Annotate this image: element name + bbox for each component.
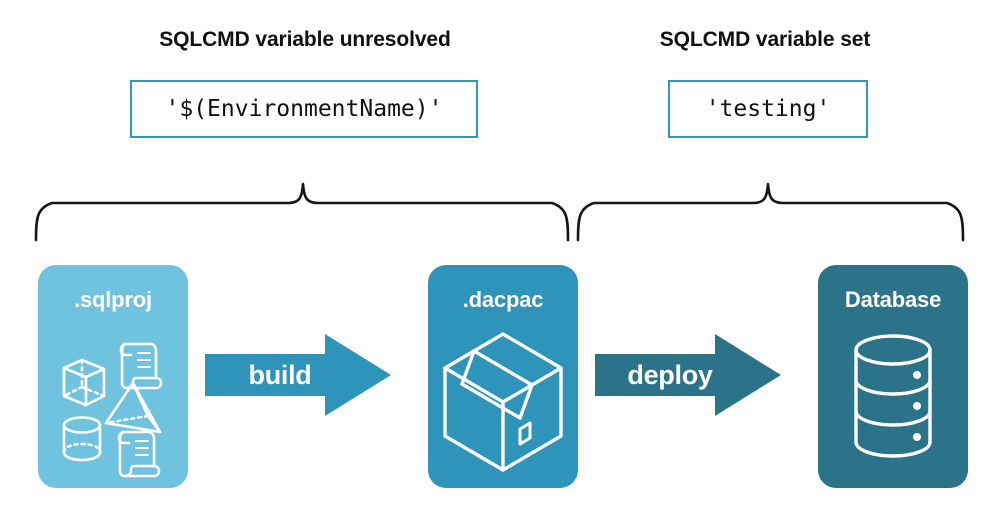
cube-wireframe-icon [62,358,106,407]
stage-label-database: Database [844,287,942,312]
database-artwork [854,334,932,458]
script-scroll-icon [119,342,163,390]
sqlcmd-value-box-left: '$(EnvironmentName)' [130,80,478,138]
arrow-deploy-icon [595,334,781,416]
arrow-build-icon [205,334,391,416]
database-cylinder-icon [854,334,932,458]
database-status-dot [913,371,921,379]
brace-group [34,182,965,242]
stage-panel-dacpac: .dacpac [428,265,578,488]
cylinder-wireframe-icon [62,416,102,462]
pyramid-wireframe-icon [104,381,162,434]
stage-label-dacpac: .dacpac [462,287,544,312]
dacpac-artwork [443,332,563,472]
database-status-dot [913,402,921,410]
annotation-heading-right: SQLCMD variable set [659,28,871,51]
stage-panel-sqlproj: .sqlproj [38,265,188,488]
stage-label-sqlproj: .sqlproj [74,287,152,312]
brace-left-icon [34,182,570,242]
brace-right-icon [576,182,965,242]
arrow-build: build [205,330,395,420]
sqlproj-artwork [62,342,163,478]
script-scroll-icon [117,430,161,478]
arrow-deploy: deploy [595,330,785,420]
database-status-dot [913,433,921,441]
sqlcmd-value-box-right: 'testing' [668,80,868,138]
package-box-icon [443,332,563,472]
annotation-heading-left: SQLCMD variable unresolved [159,28,451,51]
stage-panel-database: Database [818,265,968,488]
